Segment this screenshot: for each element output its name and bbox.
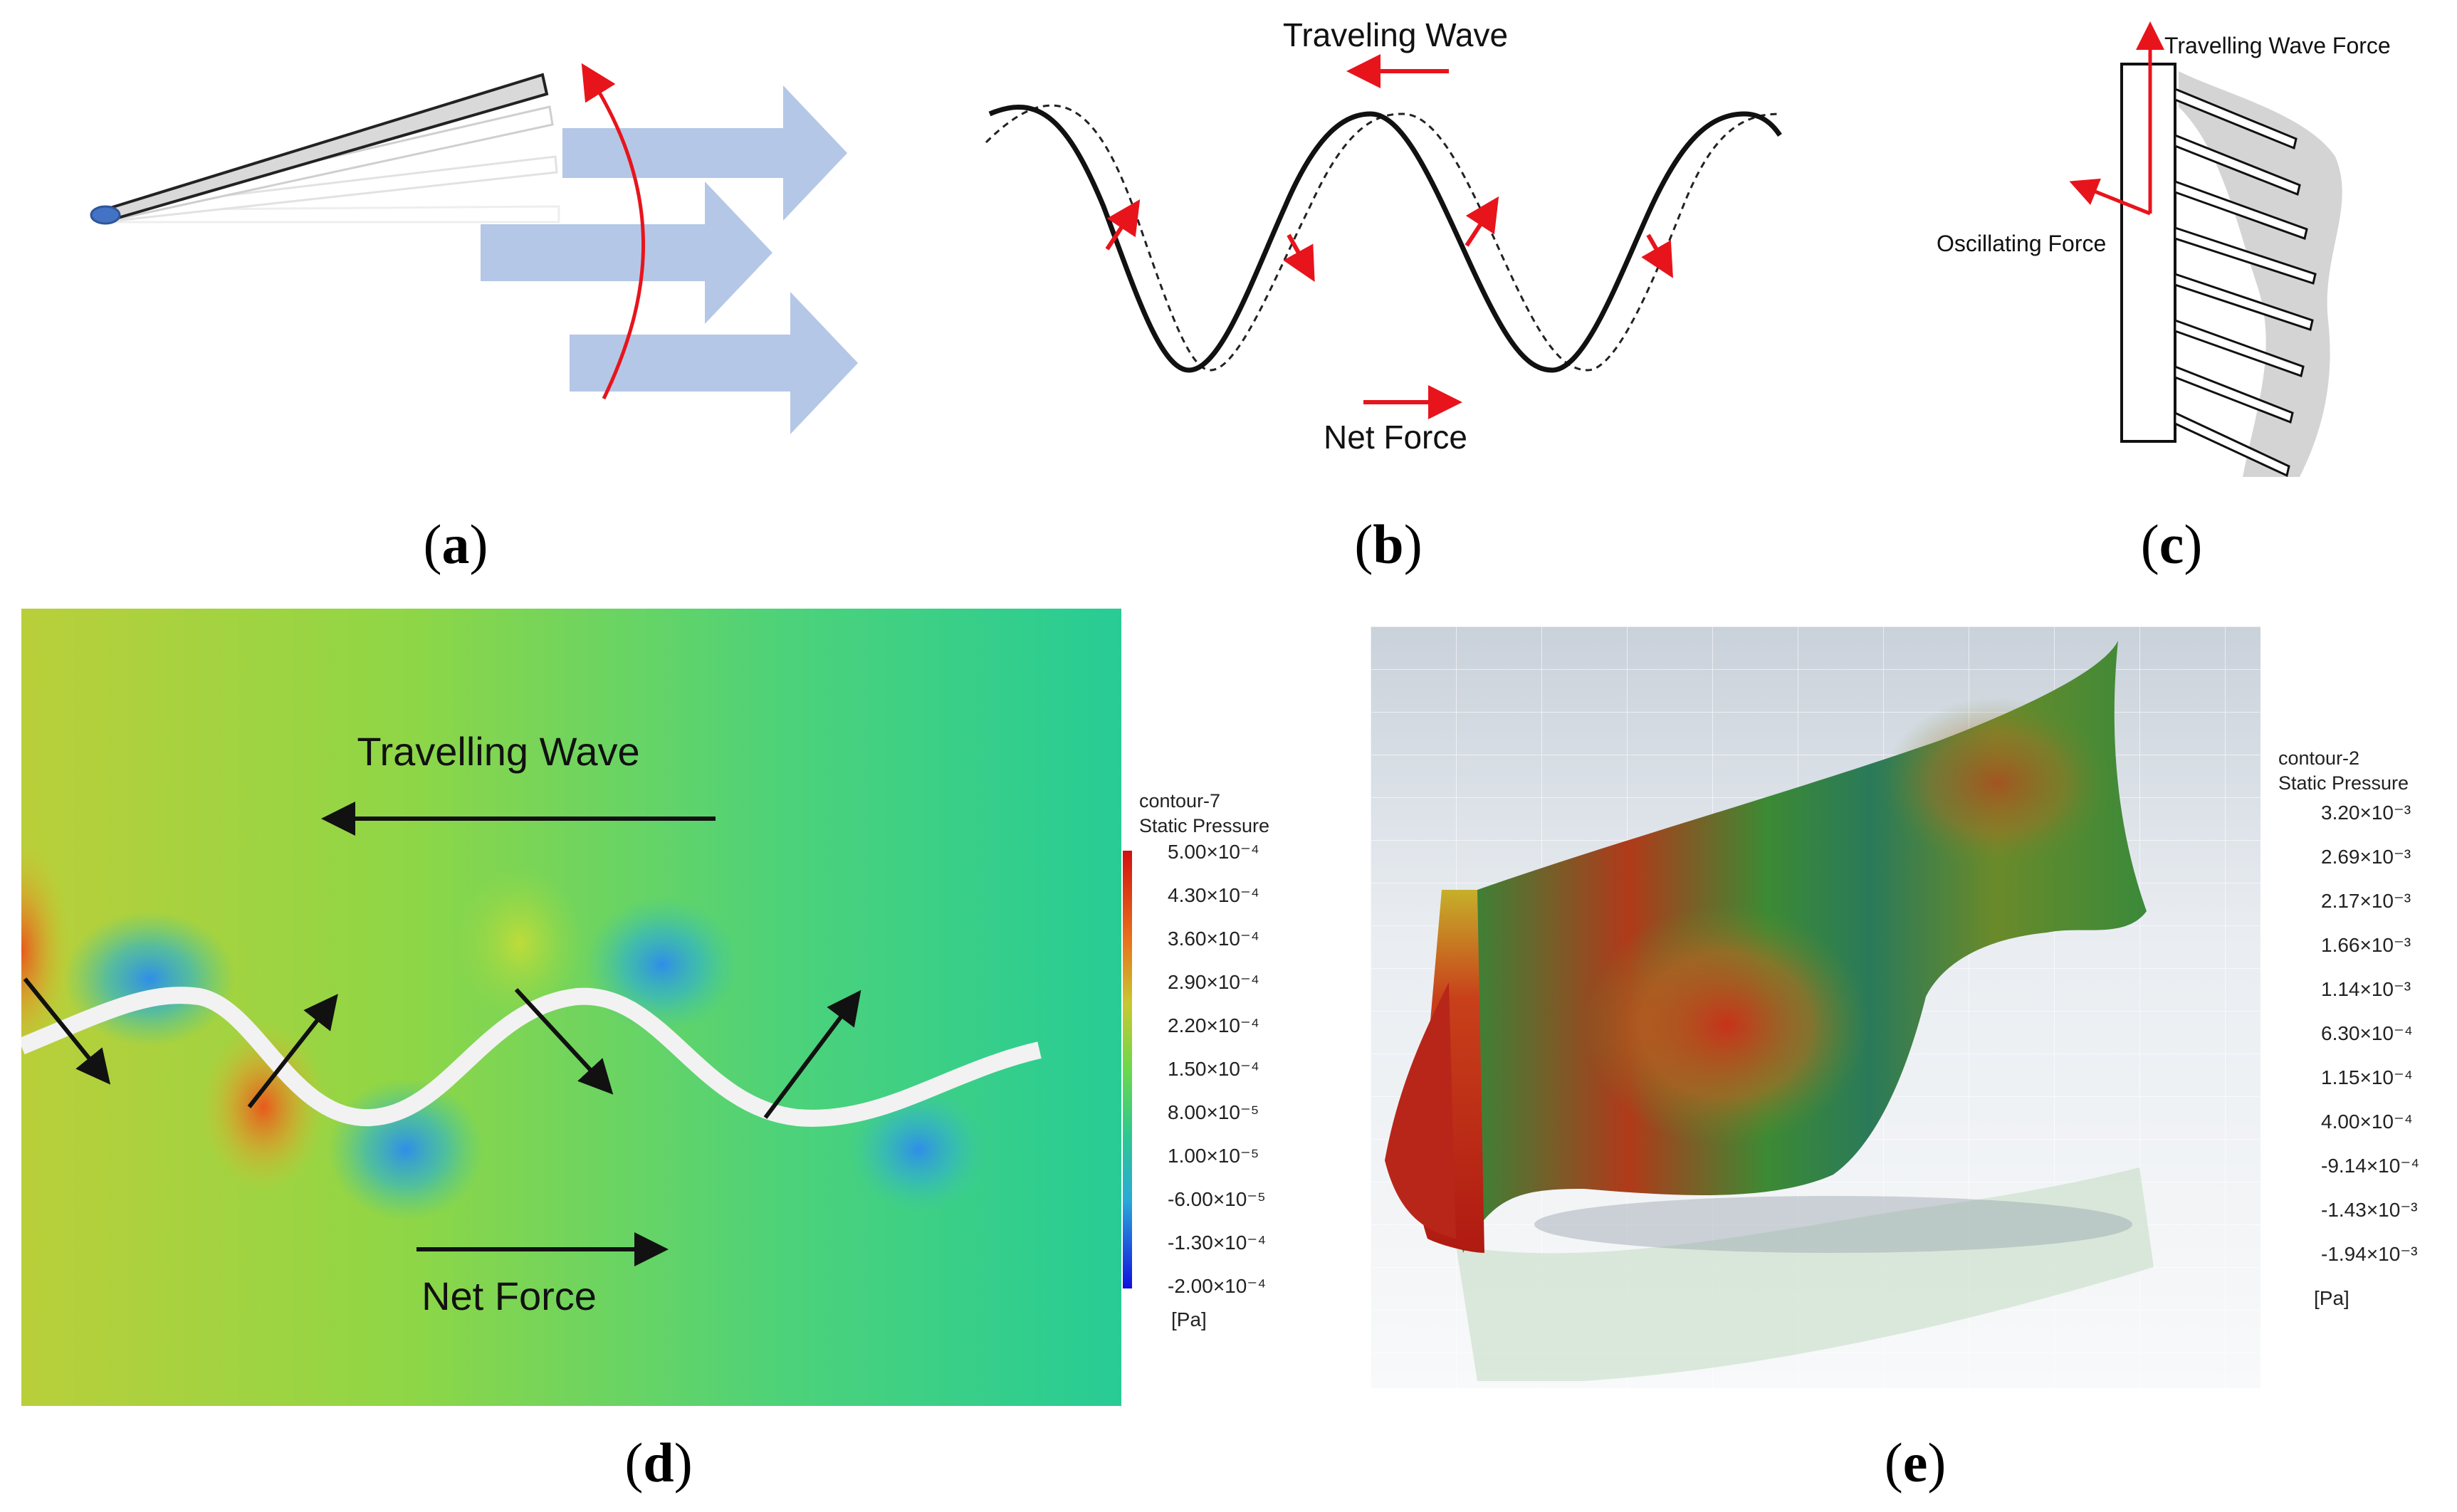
flow-arrow-bottom	[570, 292, 858, 434]
high-pressure-spot	[1584, 904, 1869, 1146]
fin-shadow	[1534, 1196, 2132, 1253]
legend-d-unit: [Pa]	[1171, 1308, 1207, 1330]
fin-pivot	[90, 205, 121, 225]
legend-e-tick: 1.14×10⁻³	[2321, 978, 2411, 1000]
legend-e-tick: -9.14×10⁻⁴	[2321, 1155, 2420, 1177]
legend-d-quantity: Static Pressure	[1139, 815, 1270, 836]
fin-reflection	[1456, 1167, 2154, 1381]
legend-d-tick: 8.00×10⁻⁵	[1168, 1101, 1259, 1123]
fin-7	[2174, 364, 2294, 424]
legend-e-quantity: Static Pressure	[2278, 772, 2409, 794]
local-arrow-2	[247, 994, 338, 1108]
oscillating-force-label: Oscillating Force	[1937, 231, 2106, 256]
local-arrow-1	[23, 977, 111, 1085]
flow-arrow-middle	[481, 182, 772, 324]
wave-shifted	[985, 104, 1781, 372]
fin	[102, 73, 549, 224]
fins	[2174, 87, 2317, 478]
caption-c: (c)	[2140, 513, 2203, 575]
traveling-wave-label: Traveling Wave	[1283, 16, 1508, 53]
fin-leading-edge-tip	[1385, 982, 1456, 1239]
legend-e-unit: [Pa]	[2314, 1287, 2349, 1309]
legend-d-tick: -6.00×10⁻⁵	[1168, 1188, 1266, 1210]
local-force-arrow-4	[1641, 233, 1673, 278]
net-force-label: Net Force	[1324, 419, 1467, 456]
legend-e-tick: 2.17×10⁻³	[2321, 890, 2411, 912]
oscillating-force-arrow	[2069, 178, 2151, 216]
wave-main	[988, 105, 1782, 373]
wave-body	[18, 987, 1042, 1127]
local-force-arrow-2	[1283, 233, 1315, 282]
legend-d-tick: 1.50×10⁻⁴	[1168, 1058, 1259, 1080]
low-pressure-region-3	[584, 897, 740, 1032]
mid-pressure-region	[456, 865, 584, 1022]
oscillation-arrow	[581, 63, 646, 400]
travelling-wave-label: Travelling Wave	[357, 729, 639, 774]
caption-e: (e)	[1884, 1432, 1947, 1493]
local-arrow-4	[763, 989, 861, 1119]
legend-d-tick: -1.30×10⁻⁴	[1168, 1232, 1267, 1254]
legend-e-tick: 1.66×10⁻³	[2321, 934, 2411, 956]
panel-c: Travelling Wave Force Oscillating Force	[1922, 21, 2449, 491]
local-arrow-3	[514, 987, 614, 1095]
mid-pressure-spot	[1883, 698, 2111, 868]
legend-d-tick: -2.00×10⁻⁴	[1168, 1275, 1267, 1297]
legend-e-tick: 6.30×10⁻⁴	[2321, 1022, 2413, 1044]
legend-e-tick: -1.43×10⁻³	[2321, 1199, 2418, 1221]
caption-d: (d)	[624, 1432, 693, 1493]
legend-e-tick: 1.15×10⁻⁴	[2321, 1066, 2413, 1088]
legend-d-tick: 2.90×10⁻⁴	[1168, 971, 1259, 993]
travelling-wave-force-label: Travelling Wave Force	[2164, 33, 2391, 58]
caption-a: (a)	[423, 513, 488, 575]
legend-d-tick: 1.00×10⁻⁵	[1168, 1145, 1259, 1167]
legend-d-tick: 3.60×10⁻⁴	[1168, 928, 1259, 950]
fin-6	[2174, 318, 2305, 377]
legend-e-tick: 3.20×10⁻³	[2321, 802, 2411, 824]
colorbar-d	[1123, 851, 1162, 1288]
local-force-arrow-3	[1465, 196, 1499, 247]
legend-d-tick: 5.00×10⁻⁴	[1168, 841, 1259, 863]
panel-b: Traveling Wave Net Force	[975, 0, 1794, 484]
traveling-wave-diagram: Traveling Wave Net Force	[985, 16, 1782, 456]
pressure-contour-3d	[1371, 626, 2307, 1388]
legend-d-tick: 4.30×10⁻⁴	[1168, 884, 1259, 906]
fin-flapping-illustration	[90, 63, 858, 434]
net-force-label: Net Force	[421, 1274, 597, 1318]
panel-d: Travelling Wave Net Force	[0, 609, 1162, 1409]
flow-arrow-top	[562, 85, 847, 221]
low-pressure-region-4	[847, 1086, 990, 1214]
panel-e	[1371, 626, 2307, 1388]
legend-d-tick: 2.20×10⁻⁴	[1168, 1014, 1259, 1036]
caption-b: (b)	[1354, 513, 1423, 575]
fin-4	[2174, 226, 2317, 285]
legend-e-tick: 4.00×10⁻⁴	[2321, 1111, 2413, 1133]
high-pressure-region	[199, 1022, 328, 1192]
fin-8	[2174, 411, 2290, 478]
legend-e-tick: -1.94×10⁻³	[2321, 1243, 2418, 1265]
fin-3	[2174, 179, 2308, 240]
legend-e-name: contour-2	[2278, 747, 2360, 769]
local-force-arrow-1	[1105, 199, 1141, 251]
fin-array-diagram: Travelling Wave Force Oscillating Force	[1937, 21, 2391, 478]
fin-2	[2174, 133, 2301, 196]
panel-a	[71, 57, 897, 484]
fin-5	[2174, 272, 2314, 331]
legend-d-name: contour-7	[1139, 790, 1221, 812]
pressure-contour-2d: Travelling Wave Net Force	[0, 609, 1162, 1406]
fin-1	[2174, 87, 2298, 150]
legend-e-tick: 2.69×10⁻³	[2321, 846, 2411, 868]
